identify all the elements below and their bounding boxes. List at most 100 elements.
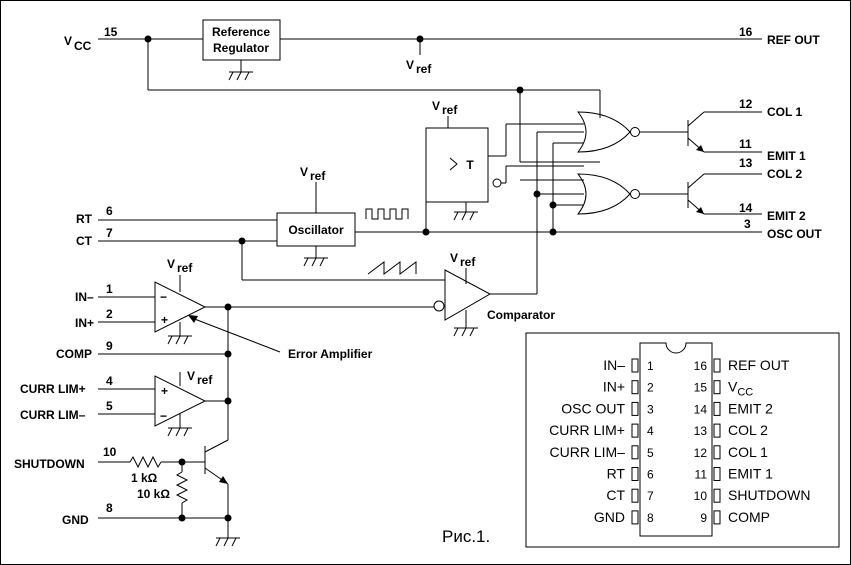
shutdown-transistor [204,439,229,518]
package-pin-right: 14 EMIT 2 [694,400,773,416]
resistor-10k-label: 10 kΩ [137,487,170,501]
package-pin-name: OSC OUT [561,400,625,416]
pin-label-col1: COL 1 [767,105,802,119]
pin-num-comp: 9 [106,339,113,353]
vref-label-ea: V ref [167,257,193,275]
figure-caption: Рис.1. [442,527,490,546]
package-pin-num: 4 [647,424,654,438]
pin-label-in-minus: IN– [75,290,94,304]
package-pin-name: EMIT 2 [728,400,773,416]
package-pin-name: EMIT 1 [728,466,773,482]
pin-stub [713,423,721,438]
pin-stub [713,358,721,373]
svg-text:CC: CC [74,39,92,53]
svg-text:−: − [160,409,167,423]
pin-num-osc-out: 3 [744,217,751,231]
pin-label-ct: CT [76,234,93,248]
vref-label-ff: V ref [432,99,458,117]
svg-text:ref: ref [310,169,326,183]
output-transistor-2 [640,173,762,215]
pin-stub [631,510,639,525]
pin-num-emit2: 14 [739,201,753,215]
package-pin-left: RT 6 [607,466,654,482]
pin-num-vcc: 15 [104,25,118,39]
pin-stub [631,380,639,395]
comparator-label: Comparator [487,308,555,322]
svg-text:−: − [160,290,167,304]
package-pin-right: 10 SHUTDOWN [694,487,811,503]
svg-text:V: V [432,99,440,113]
pin-stub [631,423,639,438]
ref-regulator-line2: Regulator [213,41,269,55]
package-pin-name: CT [606,487,625,503]
vcc-label: V CC [64,34,92,53]
package-pin-name: COMP [728,509,770,525]
resistor-10k [175,471,189,504]
comparator-block [444,269,492,321]
package-pin-name: GND [594,509,625,525]
svg-text:ref: ref [442,103,458,117]
flipflop-label: T [466,158,474,172]
package-pin-num: 7 [647,489,654,503]
package-pin-num: 8 [647,511,654,525]
package-pin-num: 6 [647,468,654,482]
pin-label-ref-out: REF OUT [767,33,820,47]
package-pin-left: IN+2 [603,379,654,395]
svg-text:V: V [300,165,308,179]
square-wave-icon [365,208,409,220]
pin-label-gnd: GND [62,513,89,527]
pin-stub [631,401,639,416]
package-pin-num: 14 [694,402,708,416]
pin-num-gnd: 8 [106,501,113,515]
resistor-1k-label: 1 kΩ [131,471,158,485]
resistor-1k [129,455,162,469]
pin-num-emit1: 11 [739,137,752,151]
pin-num-in-minus: 1 [106,282,113,296]
pin-stub [713,467,721,481]
pin-stub [631,488,639,503]
package-pin-left: CURR LIM+4 [549,422,654,438]
package-pin-name: IN– [603,357,625,373]
pin-label-shutdown: SHUTDOWN [14,457,85,471]
pin-stub [713,445,721,460]
pin-stub [713,488,721,503]
nor-gate-2 [576,173,640,215]
pin-label-emit1: EMIT 1 [767,149,806,163]
vref-label-top: V ref [406,58,432,76]
svg-text:V: V [450,251,458,265]
svg-text:V: V [64,34,72,48]
pin-stub [631,445,639,460]
package-pin-num: 15 [694,381,708,395]
package-pin-num: 3 [647,402,654,416]
nor-gate-1 [576,111,640,153]
vref-label-cl: V ref [187,369,213,387]
error-amplifier-label: Error Amplifier [288,347,373,361]
pin-label-rt: RT [76,212,93,226]
current-limit-amp-block [154,375,207,427]
package-pin-num: 16 [694,359,708,373]
package-pin-name: SHUTDOWN [728,487,810,503]
error-amplifier-block [154,281,207,333]
package-pin-num: 2 [647,381,654,395]
pin-num-in-plus: 2 [106,307,113,321]
package-pin-left: IN–1 [603,357,654,373]
package-pin-left: OSC OUT 3 [561,400,654,416]
package-pin-name: RT [607,466,626,482]
pin-stub [713,380,721,395]
package-pin-name: COL 1 [728,444,768,460]
vref-label-comp: V ref [450,251,476,269]
package-pin-num: 9 [700,511,707,525]
package-pin-num: 10 [694,489,708,503]
svg-text:ref: ref [460,255,476,269]
pin-stub [713,401,721,416]
pin-stub [631,358,639,373]
svg-text:V: V [406,58,414,72]
pin-num-curr-lim-minus: 5 [106,399,113,413]
